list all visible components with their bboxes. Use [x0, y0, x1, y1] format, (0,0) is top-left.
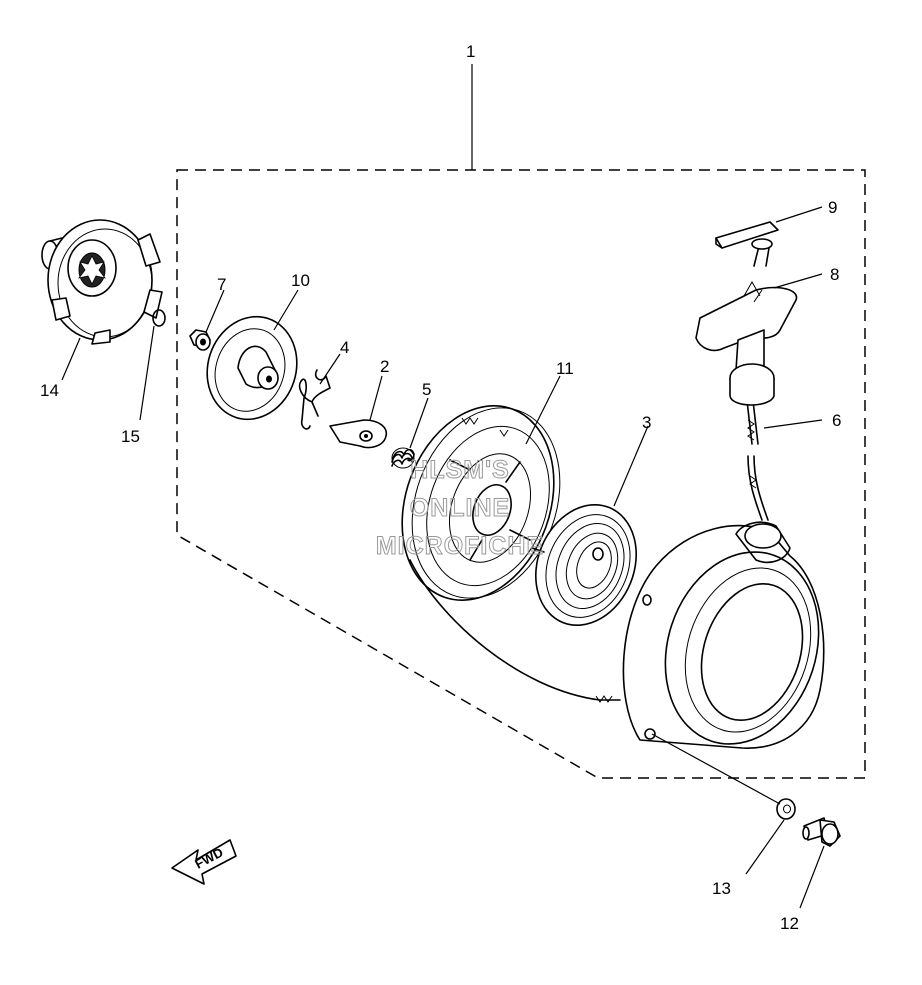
part-washer: [776, 798, 796, 820]
watermark-line-3: MICROFICHE: [376, 532, 544, 560]
part-starter-rope: [745, 391, 769, 521]
part-spring-clip: [298, 369, 331, 430]
callout-9: 9: [828, 198, 837, 217]
callout-13: 13: [712, 879, 731, 898]
part-o-ring: [152, 309, 166, 327]
callout-12: 12: [780, 914, 799, 933]
watermark: HLSM'S ONLINE MICROFICHE: [375, 456, 544, 561]
fwd-direction-marker: FWD: [171, 839, 237, 885]
part-starter-handle: [695, 238, 798, 406]
callout-11: 11: [556, 359, 574, 378]
callout-3: 3: [642, 413, 651, 432]
watermark-line-1: HLSM'S: [410, 456, 509, 484]
part-rope-pulley: [401, 405, 621, 703]
part-recoil-spring: [531, 503, 638, 627]
callout-7: 7: [217, 275, 226, 294]
part-handle-cap: [715, 221, 779, 249]
part-starter-case: [622, 521, 825, 749]
callout-15: 15: [121, 427, 140, 446]
leader-lines: [61, 64, 825, 909]
part-drive-plate: [206, 315, 298, 421]
callout-1: 1: [466, 42, 475, 61]
watermark-line-2: ONLINE: [410, 494, 510, 522]
part-coil-spring: [391, 447, 415, 469]
callout-labels: 1 2 3 4 5 6 7 8 9 10 11 12 13 14 15: [40, 42, 841, 933]
part-starter-pulley: [41, 219, 163, 345]
callout-5: 5: [422, 380, 431, 399]
part-nut: [189, 329, 211, 351]
callout-10: 10: [291, 271, 310, 290]
callout-4: 4: [340, 338, 349, 357]
callout-2: 2: [380, 357, 389, 376]
callout-8: 8: [830, 265, 839, 284]
part-bolt: [802, 817, 841, 847]
callout-6: 6: [832, 411, 841, 430]
part-pawl: [329, 419, 388, 449]
callout-14: 14: [40, 381, 59, 400]
